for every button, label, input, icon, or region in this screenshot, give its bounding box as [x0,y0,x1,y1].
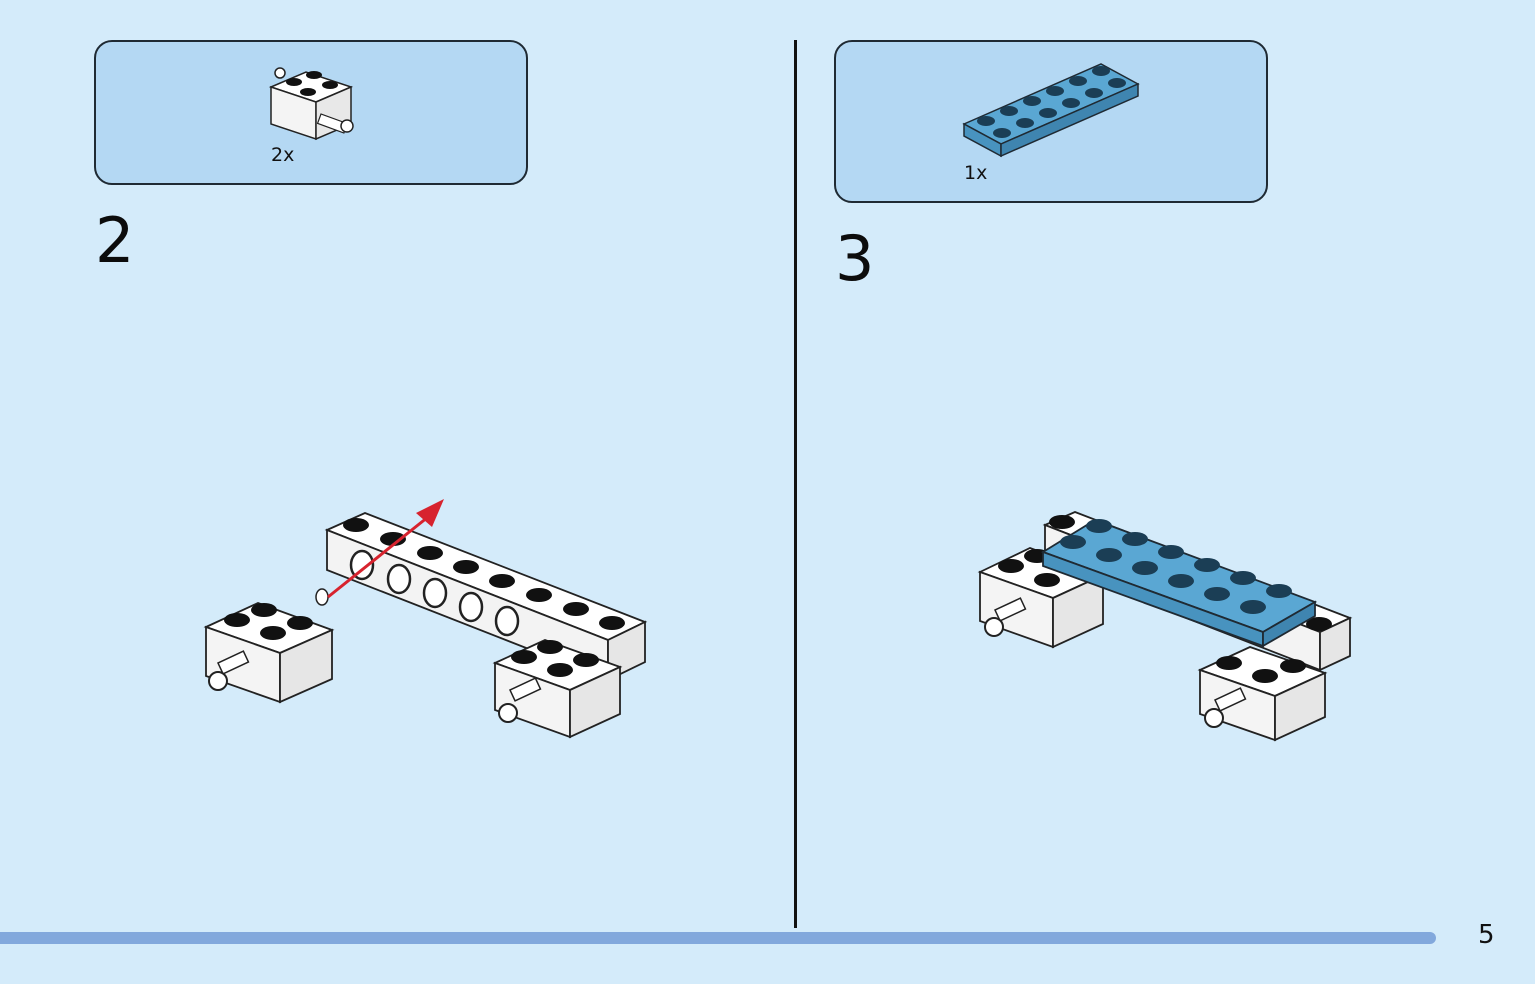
blue-plate-2x6-icon [962,63,1140,158]
step-divider [794,40,797,928]
step3-number: 3 [835,222,875,295]
step3-parts-box: 1x [834,40,1268,203]
step2-number: 2 [95,204,135,277]
step2-assembly-illustration [203,499,648,739]
progress-bar [0,932,1436,944]
step2-parts-box: 2x [94,40,528,185]
step3-part-quantity: 1x [964,162,988,184]
step3-assembly-illustration [977,511,1353,742]
brick-with-pin-icon [268,67,354,141]
step2-part-quantity: 2x [271,144,295,166]
page-number: 5 [1478,920,1495,950]
insert-direction-arrow [327,515,429,599]
